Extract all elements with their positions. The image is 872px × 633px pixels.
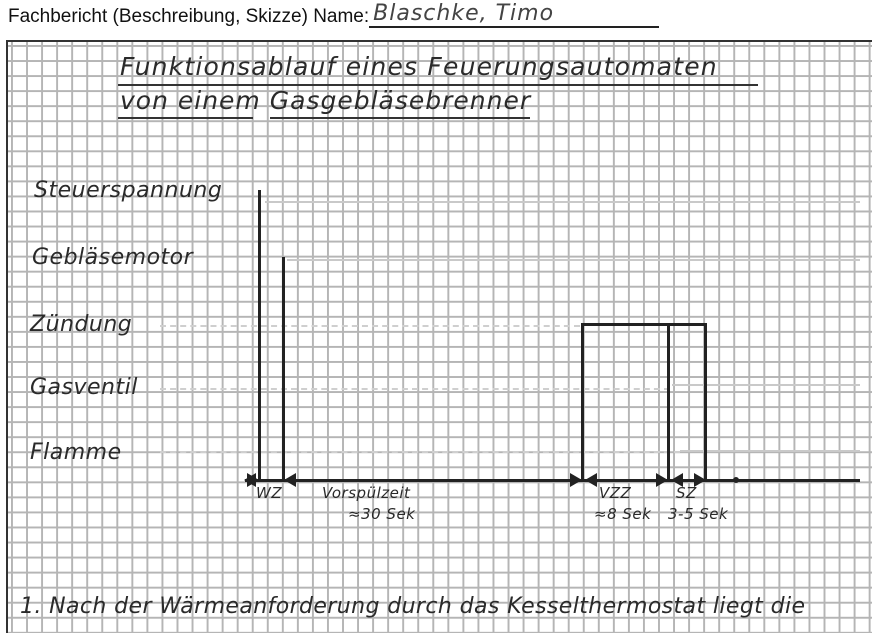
body-text-line-1: 1. Nach der Wärmeanforderung durch das K…: [20, 594, 806, 619]
steuerspannung-start-line: [258, 190, 261, 480]
gasventil-off-dashed: [160, 388, 670, 390]
geblaesemotor-on-line: [287, 259, 860, 261]
name-value: Blaschke, Timo: [373, 1, 555, 26]
signal-label-geblaesemotor: Gebläsemotor: [32, 245, 194, 270]
signal-label-zuendung: Zündung: [30, 312, 133, 337]
grid-paper-sheet: [6, 40, 872, 633]
flamme-on-line: [680, 450, 860, 452]
gasventil-start-line: [667, 323, 670, 480]
title-underline-2a: [118, 117, 253, 119]
interval-sz-label: SZ: [676, 484, 697, 502]
interval-sz-duration: 3-5 Sek: [668, 505, 729, 523]
arrow-right-icon: [247, 473, 259, 487]
form-header: Fachbericht (Beschreibung, Skizze) Name:…: [8, 1, 660, 28]
gasventil-on-line: [672, 384, 860, 386]
interval-vorspuelzeit-label: Vorspülzeit: [322, 484, 411, 502]
steuerspannung-on-line: [265, 201, 860, 203]
signal-label-flamme: Flamme: [30, 440, 122, 465]
name-field: Blaschke, Timo: [369, 1, 660, 28]
interval-wz-label: WZ: [256, 484, 283, 502]
arrow-right-icon: [570, 473, 582, 487]
zuendung-on-line: [581, 323, 707, 326]
interval-vorspuelzeit-duration: ≈30 Sek: [348, 505, 416, 523]
arrow-left-icon: [585, 473, 597, 487]
zuendung-end-line: [704, 323, 707, 480]
interval-vzz-duration: ≈8 Sek: [594, 505, 652, 523]
title-underline-2b: [270, 117, 530, 119]
zuendung-start-line: [581, 323, 584, 480]
geblaesemotor-start-line: [282, 257, 285, 480]
arrow-right-icon: [694, 473, 706, 487]
time-axis: [245, 479, 860, 482]
zuendung-off-dashed: [160, 325, 580, 327]
flamme-off-dashed: [160, 451, 680, 453]
form-label: Fachbericht (Beschreibung, Skizze) Name:: [8, 6, 370, 27]
title-line-2: von einem Gasgebläsebrenner: [120, 86, 532, 115]
interval-vzz-label: VZZ: [599, 484, 632, 502]
title-line-1: Funktionsablauf eines Feuerungsautomaten: [120, 52, 718, 81]
title-underline-1: [118, 84, 758, 86]
axis-dot: [733, 477, 739, 483]
arrow-right-icon: [656, 473, 668, 487]
signal-label-steuerspannung: Steuerspannung: [34, 178, 223, 203]
signal-label-gasventil: Gasventil: [30, 375, 138, 400]
arrow-left-icon: [671, 473, 683, 487]
arrow-left-icon: [284, 473, 296, 487]
